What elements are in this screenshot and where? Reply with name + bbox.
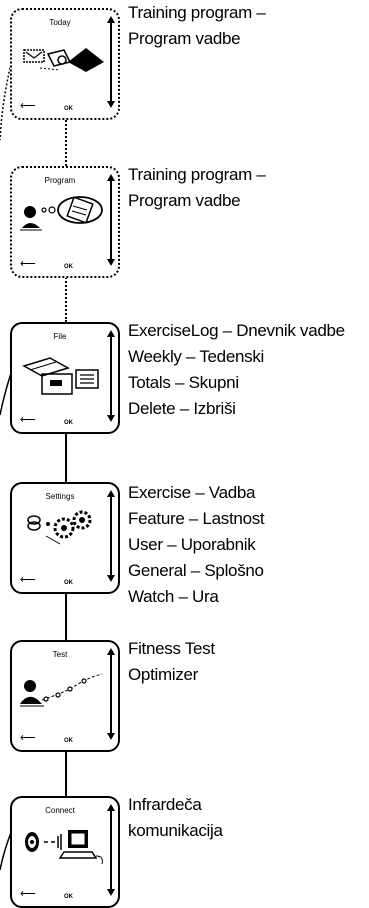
scroll-indicator bbox=[107, 490, 115, 582]
description-settings: Exercise – Vadba Feature – Lastnost User… bbox=[128, 480, 265, 610]
screen-title: Program bbox=[44, 176, 76, 185]
description-line: User – Uporabnik bbox=[128, 535, 256, 554]
fitness-test-icon bbox=[20, 673, 103, 707]
infrared-connect-icon bbox=[25, 830, 103, 865]
connector-5 bbox=[65, 744, 67, 796]
screen-title: File bbox=[53, 332, 67, 341]
ok-label: OK bbox=[64, 106, 73, 112]
back-arrow-icon: ⟵ bbox=[20, 888, 36, 900]
settings-gears-icon bbox=[27, 510, 92, 545]
description-line: Training program – bbox=[128, 165, 266, 184]
back-arrow-icon: ⟵ bbox=[20, 574, 36, 586]
description-line: komunikacija bbox=[128, 821, 223, 840]
ok-label: OK bbox=[64, 894, 73, 900]
description-line: Delete – Izbriši bbox=[128, 399, 236, 418]
ok-label: OK bbox=[64, 420, 73, 426]
screen-title: Connect bbox=[45, 806, 75, 815]
description-program: Training program – Program vadbe bbox=[128, 162, 266, 214]
description-today: Training program – Program vadbe bbox=[128, 0, 266, 52]
description-line: Weekly – Tedenski bbox=[128, 347, 265, 366]
screen-settings[interactable]: Settings ⟵ OK bbox=[10, 482, 120, 594]
screen-title: Today bbox=[49, 18, 71, 27]
ok-label: OK bbox=[64, 580, 73, 586]
screen-test[interactable]: Test ⟵ OK bbox=[10, 640, 120, 752]
description-line: Fitness Test bbox=[128, 639, 215, 658]
description-line: Watch – Ura bbox=[128, 587, 219, 606]
back-arrow-icon: ⟵ bbox=[20, 414, 36, 426]
screen-file[interactable]: File ⟵ OK bbox=[10, 322, 120, 434]
screen-program[interactable]: Program ⟵ OK bbox=[10, 166, 120, 278]
connector-4 bbox=[65, 586, 67, 640]
scroll-indicator bbox=[107, 804, 115, 896]
connector-3 bbox=[65, 430, 67, 482]
description-file: ExerciseLog – Dnevnik vadbe Weekly – Ted… bbox=[128, 318, 345, 422]
screen-connect[interactable]: Connect ⟵ OK bbox=[10, 796, 120, 908]
description-line: Infrardeča bbox=[128, 795, 202, 814]
connector-2 bbox=[65, 270, 67, 322]
ok-label: OK bbox=[64, 264, 73, 270]
description-line: Optimizer bbox=[128, 665, 199, 684]
side-loop-lines bbox=[0, 59, 13, 871]
program-icon bbox=[20, 196, 103, 231]
description-line: Training program – bbox=[128, 3, 266, 22]
description-test: Fitness Test Optimizer bbox=[128, 636, 215, 688]
description-line: Exercise – Vadba bbox=[128, 483, 256, 502]
back-arrow-icon: ⟵ bbox=[20, 258, 36, 270]
description-line: ExerciseLog – Dnevnik vadbe bbox=[128, 321, 345, 340]
file-icon bbox=[22, 357, 99, 395]
back-arrow-icon: ⟵ bbox=[20, 732, 36, 744]
training-program-icon bbox=[23, 48, 104, 72]
scroll-indicator bbox=[107, 16, 115, 108]
description-line: Totals – Skupni bbox=[128, 373, 239, 392]
connector-1 bbox=[65, 120, 67, 166]
scroll-indicator bbox=[107, 174, 115, 266]
screen-title: Settings bbox=[45, 492, 75, 501]
description-line: General – Splošno bbox=[128, 561, 264, 580]
back-arrow-icon: ⟵ bbox=[20, 100, 36, 112]
scroll-indicator bbox=[107, 330, 115, 422]
description-connect: Infrardeča komunikacija bbox=[128, 792, 223, 844]
scroll-indicator bbox=[107, 648, 115, 740]
screen-title: Test bbox=[52, 650, 68, 659]
description-line: Program vadbe bbox=[128, 191, 241, 210]
description-line: Feature – Lastnost bbox=[128, 509, 265, 528]
description-line: Program vadbe bbox=[128, 29, 241, 48]
ok-label: OK bbox=[64, 738, 73, 744]
screen-today[interactable]: Today ⟵ OK bbox=[10, 8, 120, 120]
